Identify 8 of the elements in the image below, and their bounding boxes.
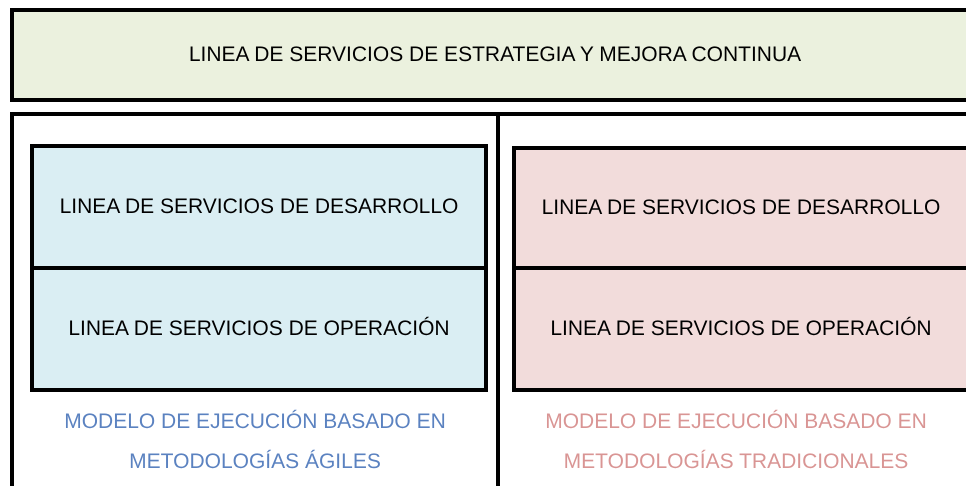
box-label: LINEA DE SERVICIOS DE OPERACIÓN [549,317,933,341]
box-label: LINEA DE SERVICIOS DE DESARROLLO [58,195,460,219]
caption-text: MODELO DE EJECUCIÓN BASADO EN METODOLOGÍAS ÁGILES [63,408,447,475]
box-label: LINEA DE SERVICIOS DE DESARROLLO [540,196,942,220]
caption-text: MODELO DE EJECUCIÓN BASADO EN METODOLOGÍAS TRADICIONALES [544,408,928,475]
box-label: LINEA DE SERVICIOS DE OPERACIÓN [67,317,451,341]
box-label: LINEA DE SERVICIOS DE ESTRATEGIA Y MEJORA CONTINUA [188,43,802,67]
header-box [10,8,966,102]
